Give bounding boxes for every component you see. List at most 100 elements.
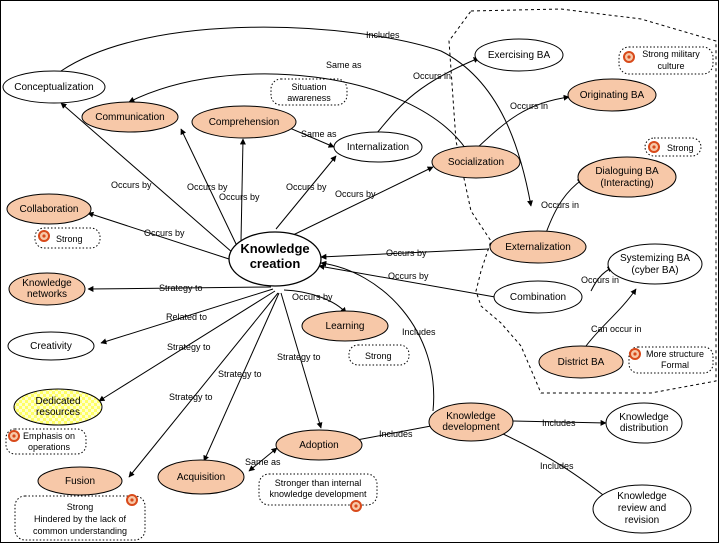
label-occurs-by-concept: Occurs by	[111, 180, 152, 190]
note-strong-collaboration: Strong	[56, 234, 83, 244]
label-occurs-by-learning: Occurs by	[292, 292, 333, 302]
node-acquisition[interactable]: Acquisition	[157, 459, 245, 495]
node-exercising-ba[interactable]: Exercising BA	[474, 38, 564, 72]
edge-extern-dialoguing	[545, 178, 584, 234]
label-occurs-by-comp: Occurs by	[219, 192, 260, 202]
note-strong-dialoguing: Strong	[667, 143, 694, 153]
edge-acq-adoption	[248, 447, 278, 472]
edge-internal-exercising	[375, 57, 480, 135]
svg-text:Communication: Communication	[95, 112, 164, 123]
label-can-occur-in: Can occur in	[591, 324, 642, 334]
label-strategy-acquisition: Strategy to	[218, 369, 262, 379]
label-strategy-fusion: Strategy to	[169, 392, 213, 402]
node-learning[interactable]: Learning	[301, 310, 389, 342]
edge-district-systemizing	[585, 288, 637, 347]
node-district-ba[interactable]: District BA	[538, 345, 624, 379]
edge-kc-acquisition	[203, 292, 280, 462]
note-box-fusion	[14, 495, 146, 541]
label-occurs-in-extern: Occurs in	[541, 200, 579, 210]
ba-region-boundary	[448, 8, 717, 394]
edge-kc-fusion	[128, 292, 279, 478]
edge-kc-extern	[320, 248, 490, 260]
label-includes-top: Includes	[366, 30, 400, 40]
edge-includes-top	[60, 26, 533, 207]
node-adoption[interactable]: Adoption	[275, 429, 363, 461]
svg-text:Conceptualization: Conceptualization	[14, 82, 94, 93]
node-internalization[interactable]: Internalization	[333, 131, 423, 163]
edge-kc-concept	[60, 102, 234, 254]
svg-text:Externalization: Externalization	[505, 242, 571, 253]
edge-comp-internal	[284, 125, 335, 148]
note-box-situation	[270, 78, 348, 106]
label-strategy-networks: Strategy to	[159, 283, 203, 293]
node-fusion[interactable]: Fusion	[37, 466, 123, 496]
node-dialoguing-ba[interactable]: Dialoguing BA(Interacting)	[577, 156, 677, 198]
edge-kdev-distribution	[512, 419, 607, 426]
svg-text:Collaboration: Collaboration	[20, 204, 79, 215]
note-strong-learning: Strong	[365, 351, 392, 361]
svg-text:Acquisition: Acquisition	[177, 472, 225, 483]
svg-text:Comprehension: Comprehension	[209, 117, 280, 128]
kc-line: Knowledge	[240, 241, 309, 256]
label-same-as-comp: Same as	[301, 129, 337, 139]
note-box-strong-dialog	[644, 137, 702, 157]
label-occurs-in-combin: Occurs in	[581, 275, 619, 285]
edge-kc-learning	[283, 289, 347, 314]
node-originating-ba[interactable]: Originating BA	[567, 78, 657, 112]
label-occurs-by-internal: Occurs by	[286, 182, 327, 192]
edge-kc-comm	[180, 128, 238, 247]
node-collaboration[interactable]: Collaboration	[6, 193, 92, 225]
label-occurs-by-extern: Occurs by	[386, 248, 427, 258]
label-related-creativity: Related to	[166, 312, 207, 322]
svg-text:Originating BA: Originating BA	[580, 90, 645, 101]
svg-text:Combination: Combination	[510, 292, 566, 303]
node-externalization[interactable]: Externalization	[489, 230, 587, 264]
svg-text:Learning: Learning	[326, 321, 365, 332]
note-box-strong-learning	[348, 344, 410, 366]
edge-kdev-kc	[320, 260, 435, 412]
edge-kc-internal	[275, 155, 337, 230]
node-conceptualization[interactable]: Conceptualization	[2, 70, 106, 104]
edge-kc-collab	[87, 211, 230, 260]
svg-text:Systemizing BA(cyber BA): Systemizing BA(cyber BA)	[620, 253, 690, 276]
label-occurs-by-combin: Occurs by	[388, 271, 429, 281]
node-creativity[interactable]: Creativity	[7, 331, 95, 361]
svg-text:Exercising BA: Exercising BA	[488, 50, 551, 61]
node-comprehension[interactable]: Comprehension	[191, 105, 297, 139]
note-box-structure	[628, 346, 714, 374]
svg-text:Socialization: Socialization	[448, 157, 504, 168]
node-socialization[interactable]: Socialization	[431, 145, 521, 179]
edge-social-originating	[475, 94, 570, 150]
label-same-as-top: Same as	[326, 60, 362, 70]
node-systemizing-ba[interactable]: Systemizing BA(cyber BA)	[607, 243, 703, 285]
edge-kc-comp	[239, 138, 246, 242]
edge-kdev-adoption	[345, 425, 432, 444]
edge-kc-social	[290, 166, 434, 237]
edge-kc-creativity	[100, 288, 274, 345]
svg-text:Adoption: Adoption	[299, 440, 338, 451]
edge-kc-combin	[318, 263, 496, 298]
node-communication[interactable]: Communication	[81, 101, 179, 133]
label-same-as-acq: Same as	[245, 457, 281, 467]
svg-text:Internalization: Internalization	[347, 142, 409, 153]
label-occurs-by-collab: Occurs by	[144, 228, 185, 238]
node-combination[interactable]: Combination	[493, 280, 583, 314]
label-strategy-adoption: Strategy to	[277, 352, 321, 362]
